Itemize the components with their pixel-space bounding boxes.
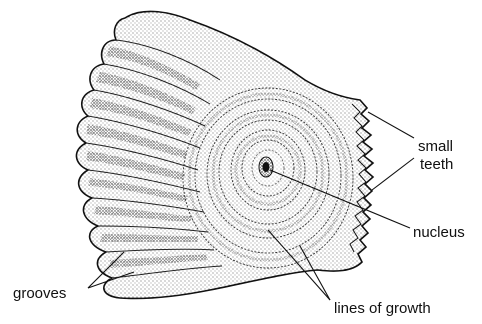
label-lines-of-growth: lines of growth — [334, 300, 431, 317]
label-grooves: grooves — [13, 285, 66, 302]
leader-teeth-lower — [372, 158, 414, 190]
label-teeth: teeth — [420, 156, 453, 173]
label-small: small — [418, 138, 453, 155]
label-nucleus: nucleus — [413, 224, 465, 241]
leader-teeth-upper — [368, 112, 414, 138]
nucleus-mark — [259, 157, 273, 177]
